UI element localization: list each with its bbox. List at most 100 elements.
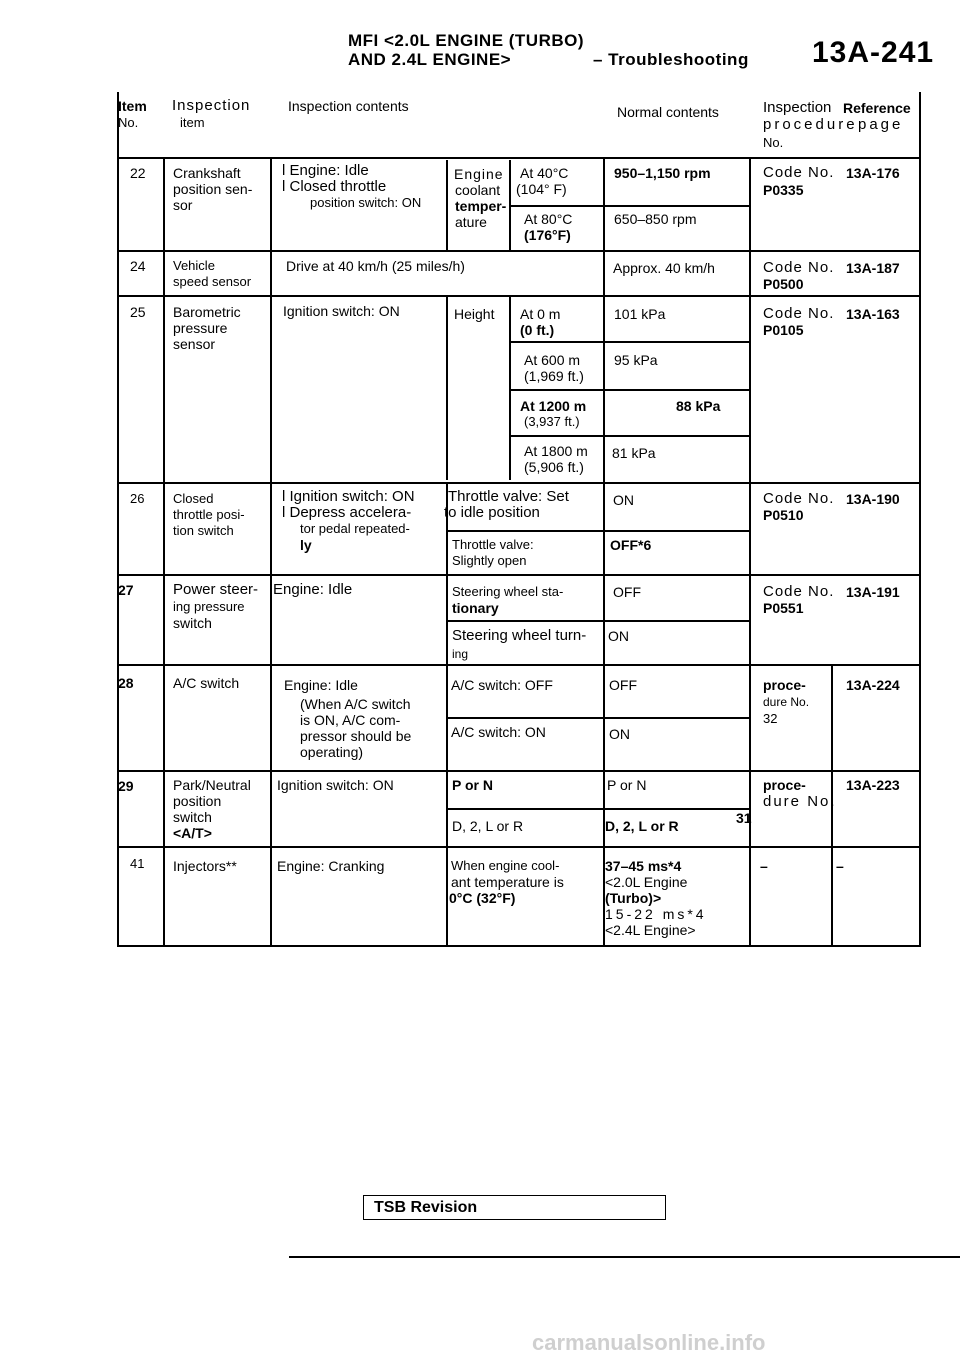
sub-condition: Steering wheel turn- — [452, 627, 587, 644]
item-text: switch — [173, 809, 212, 825]
height-condition: At 600 m — [524, 352, 581, 368]
procedure-code: P0500 — [763, 276, 804, 292]
height-condition: At 1800 m — [524, 443, 588, 459]
sub-condition: tionary — [452, 600, 499, 616]
header-title-line2: AND 2.4L ENGINE> — [348, 50, 512, 69]
temp-condition: (176°F) — [524, 227, 571, 243]
normal-value: 88 kPa — [676, 398, 721, 414]
item-text: A/C switch — [173, 675, 240, 691]
row-number: 41 — [130, 856, 145, 871]
reference-page: 13A-190 — [846, 491, 900, 507]
normal-value: ON — [613, 492, 634, 508]
normal-value: 101 kPa — [614, 306, 666, 322]
sub-condition: A/C switch: ON — [451, 724, 546, 740]
item-text: Closed — [173, 491, 214, 506]
page-number: 13A-241 — [812, 36, 935, 69]
height-condition: (3,937 ft.) — [524, 414, 580, 429]
normal-value: OFF — [613, 584, 641, 600]
condition-text: tor pedal repeated- — [300, 521, 410, 536]
item-text: Injectors** — [173, 858, 237, 874]
sub-condition: D, 2, L or R — [452, 818, 524, 834]
sub-condition: to idle position — [444, 504, 540, 521]
procedure-code: proce- — [763, 777, 806, 793]
item-text: tion switch — [173, 523, 234, 538]
height-condition: (0 ft.) — [520, 322, 555, 338]
temp-condition: (104° F) — [516, 181, 567, 197]
bullet-text: l Closed throttle — [282, 178, 387, 195]
condition-text: Engine: Cranking — [277, 858, 385, 874]
item-text: Park/Neutral — [173, 777, 251, 793]
procedure-code: P0551 — [763, 600, 804, 616]
procedure-code: Code No. — [763, 583, 835, 600]
height-condition: (5,906 ft.) — [524, 459, 584, 475]
normal-value: 37–45 ms*4 — [605, 858, 682, 874]
row-number: 27 — [118, 582, 134, 598]
sub-condition: Throttle valve: Set — [448, 488, 569, 505]
item-text: pressure — [173, 320, 228, 336]
condition-text: Engine: Idle — [273, 581, 353, 598]
item-text: position sen- — [173, 181, 253, 197]
item-text: Vehicle — [173, 258, 215, 273]
item-text: <A/T> — [173, 825, 212, 841]
condition-text: Ignition switch: ON — [283, 303, 400, 319]
col-inspection-item-2: item — [180, 115, 205, 130]
procedure-code: dure No. — [763, 793, 837, 810]
sub-condition: coolant — [455, 182, 501, 198]
sub-condition: Slightly open — [452, 553, 527, 568]
temp-condition: At 40°C — [520, 165, 569, 181]
normal-value: D, 2, L or R — [605, 818, 679, 834]
sub-condition: When engine cool- — [451, 858, 560, 873]
item-text: ing pressure — [173, 599, 245, 614]
condition-text: Engine: Idle — [284, 677, 358, 693]
item-text: Barometric — [173, 304, 241, 320]
reference-page: 13A-187 — [846, 260, 900, 276]
normal-value: ON — [608, 628, 629, 644]
procedure-code: P0105 — [763, 322, 804, 338]
item-text: speed sensor — [173, 274, 252, 289]
row-number: 29 — [118, 778, 134, 794]
bullet-text: l Depress accelera- — [282, 504, 412, 521]
normal-value: <2.0L Engine — [605, 874, 688, 890]
col-procedure-1: Inspection — [763, 99, 832, 116]
procedure-code: 31 — [736, 810, 752, 826]
condition-text: Ignition switch: ON — [277, 777, 394, 793]
reference-page: 13A-191 — [846, 584, 900, 600]
item-text: switch — [173, 615, 212, 631]
normal-value: ON — [609, 726, 630, 742]
procedure-code: Code No. — [763, 259, 835, 276]
bullet-text: l Ignition switch: ON — [282, 488, 415, 505]
normal-value: OFF — [609, 677, 637, 693]
item-text: position — [173, 793, 222, 809]
condition-text: ly — [300, 537, 312, 553]
normal-value: 950–1,150 rpm — [614, 165, 711, 181]
tsb-revision-box: TSB Revision — [363, 1195, 666, 1220]
normal-value: 81 kPa — [612, 445, 656, 461]
sub-condition: A/C switch: OFF — [451, 677, 553, 693]
height-condition: At 0 m — [520, 306, 561, 322]
condition-text: pressor should be — [300, 728, 412, 744]
procedure-code: Code No. — [763, 305, 835, 322]
procedure-code: Code No. — [763, 164, 835, 181]
normal-value: OFF*6 — [610, 537, 652, 553]
header-section: – Troubleshooting — [593, 50, 749, 69]
sub-condition: Height — [454, 306, 495, 322]
item-text: throttle posi- — [173, 507, 245, 522]
reference-page: 13A-223 — [846, 777, 900, 793]
procedure-code: Code No. — [763, 490, 835, 507]
reference-page: 13A-176 — [846, 165, 900, 181]
watermark: carmanualsonline.info — [532, 1330, 766, 1355]
condition-text: (When A/C switch — [300, 696, 411, 712]
sub-condition: Throttle valve: — [452, 537, 534, 552]
col-procedure-2: procedure — [763, 116, 858, 133]
row-number: 24 — [130, 258, 146, 274]
normal-value: 95 kPa — [614, 352, 658, 368]
procedure-code: P0335 — [763, 182, 804, 198]
procedure-code: 32 — [763, 711, 778, 726]
temp-condition: At 80°C — [524, 211, 573, 227]
reference-page: 13A-224 — [846, 677, 900, 693]
item-text: sor — [173, 197, 193, 213]
condition-text: operating) — [300, 744, 364, 760]
col-reference-2: page — [858, 116, 904, 133]
normal-value: <2.4L Engine> — [605, 922, 696, 938]
reference-page: – — [836, 858, 844, 874]
